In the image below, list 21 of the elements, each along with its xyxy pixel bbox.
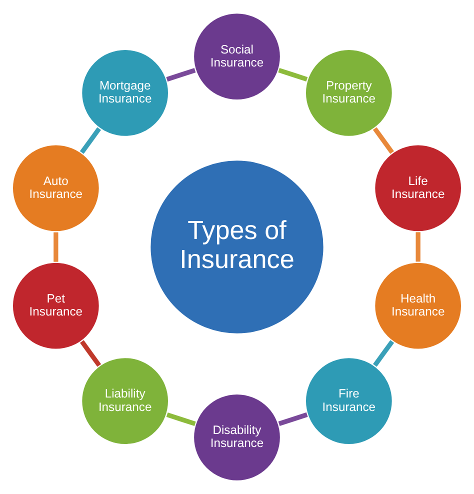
node-circle: Auto Insurance: [11, 143, 101, 233]
node-circle: Social Insurance: [192, 12, 282, 102]
connector: [166, 68, 196, 82]
connector: [278, 68, 308, 82]
node-circle: Property Insurance: [304, 48, 394, 138]
node-circle: Pet Insurance: [11, 261, 101, 351]
node-circle: Types of Insurance: [148, 158, 326, 336]
connector: [278, 412, 308, 426]
connector: [80, 127, 102, 154]
connector: [80, 340, 102, 367]
connector: [166, 412, 196, 426]
node-circle: Mortgage Insurance: [80, 48, 170, 138]
connector: [372, 340, 394, 367]
node-circle: Fire Insurance: [304, 356, 394, 446]
connector: [416, 232, 420, 262]
node-circle: Health Insurance: [373, 261, 463, 351]
node-circle: Life Insurance: [373, 143, 463, 233]
node-circle: Liability Insurance: [80, 356, 170, 446]
connector: [54, 232, 58, 262]
node-circle: Disability Insurance: [192, 392, 282, 482]
connector: [372, 127, 394, 154]
